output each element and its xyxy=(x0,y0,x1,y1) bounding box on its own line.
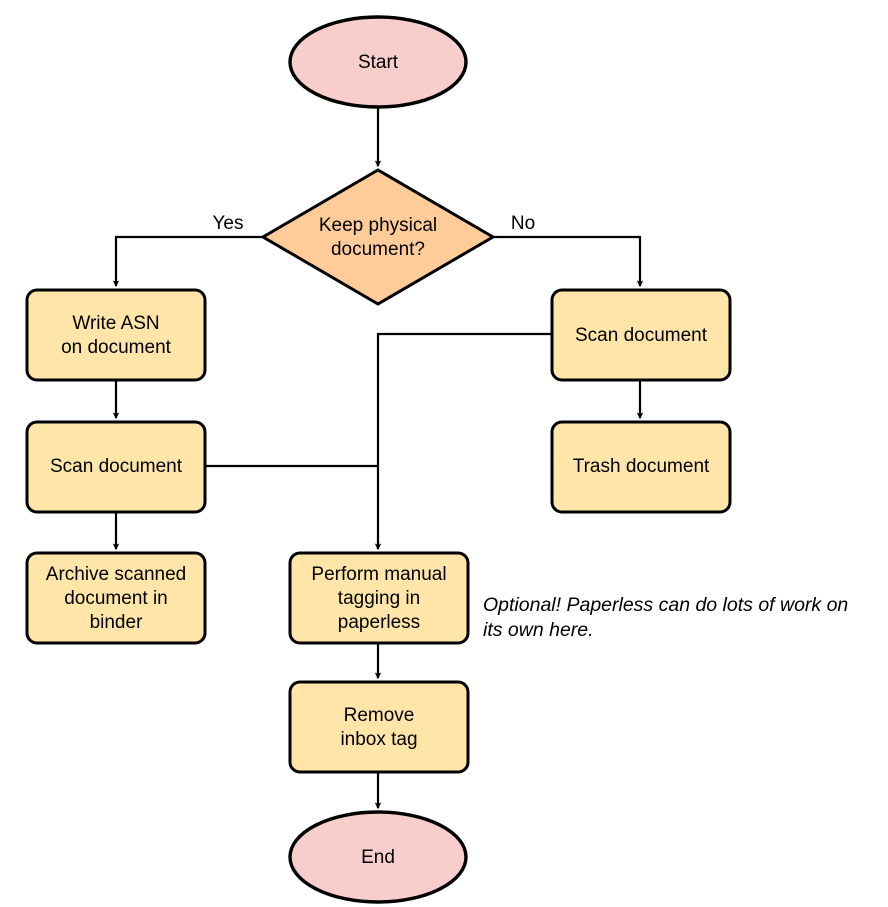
tagging-label-line3: paperless xyxy=(338,612,420,633)
remove-inbox-label-line1: Remove xyxy=(344,705,415,726)
archive-rect-shape xyxy=(25,551,207,645)
edge-scan-right-to-tagging xyxy=(374,332,552,551)
node-archive-scanned-document-in-binder[interactable]: Archive scanned document in binder xyxy=(25,551,207,645)
remove-inbox-label-line2: inbox tag xyxy=(340,729,417,750)
scan-left-label: Scan document xyxy=(50,456,183,477)
node-start[interactable]: Start xyxy=(288,15,468,109)
write-asn-rect-shape xyxy=(25,288,207,382)
edge-decision-yes-to-write-asn xyxy=(112,235,263,288)
decision-label-line1: Keep physical xyxy=(319,215,437,236)
decision-diamond-shape xyxy=(260,168,496,306)
optional-note-line1: Optional! Paperless can do lots of work … xyxy=(483,594,848,616)
start-ellipse-shape xyxy=(288,15,468,109)
edge-label-yes: Yes xyxy=(213,213,244,234)
trash-label: Trash document xyxy=(573,456,710,477)
scan-right-label: Scan document xyxy=(575,325,708,346)
edge-decision-no-to-scan-right xyxy=(493,235,644,288)
node-end[interactable]: End xyxy=(288,810,468,904)
tagging-label-line2: tagging in xyxy=(338,588,420,609)
node-scan-document-left[interactable]: Scan document xyxy=(25,420,207,514)
annotation-optional-note: Optional! Paperless can do lots of work … xyxy=(483,594,848,641)
tagging-label-line1: Perform manual xyxy=(311,564,446,585)
node-trash-document[interactable]: Trash document xyxy=(550,420,732,514)
edge-label-no: No xyxy=(511,213,535,234)
archive-label-line3: binder xyxy=(90,612,143,633)
node-remove-inbox-tag[interactable]: Remove inbox tag xyxy=(288,680,470,774)
node-decision-keep-physical-document[interactable]: Keep physical document? xyxy=(260,168,496,306)
edge-labels-group: Yes No xyxy=(213,213,536,234)
write-asn-label-line2: on document xyxy=(61,337,172,358)
end-ellipse-shape xyxy=(288,810,468,904)
tagging-rect-shape xyxy=(288,551,470,645)
node-perform-manual-tagging[interactable]: Perform manual tagging in paperless xyxy=(288,551,470,645)
archive-label-line1: Archive scanned xyxy=(46,564,186,585)
end-label: End xyxy=(361,847,395,868)
start-label: Start xyxy=(358,52,399,73)
write-asn-label-line1: Write ASN xyxy=(72,313,159,334)
edges-group xyxy=(112,108,644,810)
node-scan-document-right[interactable]: Scan document xyxy=(550,288,732,382)
remove-inbox-rect-shape xyxy=(288,680,470,774)
optional-note-line2: its own here. xyxy=(483,619,594,641)
node-write-asn-on-document[interactable]: Write ASN on document xyxy=(25,288,207,382)
archive-label-line2: document in xyxy=(64,588,168,609)
scan-right-rect-shape xyxy=(550,288,732,382)
scan-left-rect-shape xyxy=(25,420,207,514)
decision-label-line2: document? xyxy=(331,239,425,260)
trash-rect-shape xyxy=(550,420,732,514)
